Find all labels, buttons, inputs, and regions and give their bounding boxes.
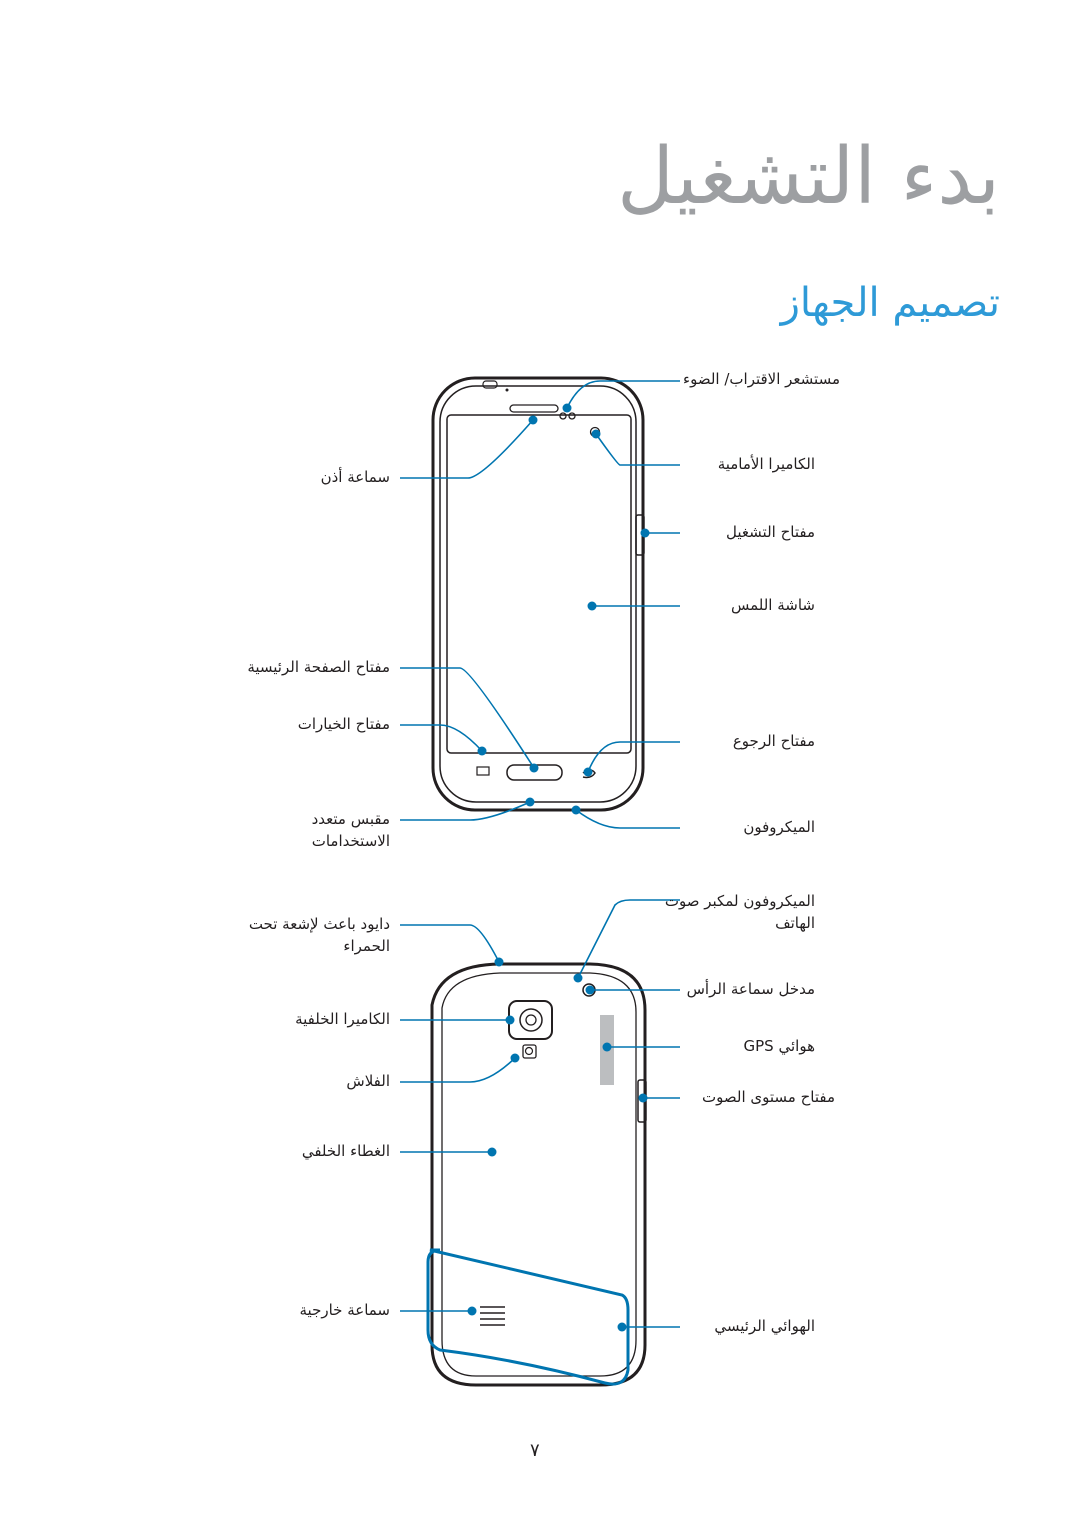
label-microphone: الميكروفون	[743, 818, 815, 836]
label-speaker: سماعة خارجية	[299, 1301, 391, 1319]
callout-dot	[573, 973, 583, 983]
label-front-camera: الكاميرا الأمامية	[717, 455, 815, 473]
label-rear-camera: الكاميرا الخلفية	[295, 1010, 390, 1028]
label-back-key: مفتاح الرجوع	[732, 732, 815, 750]
page-title: بدء التشغيل	[617, 132, 1000, 222]
label-power-key: مفتاح التشغيل	[726, 523, 815, 541]
callout-dot	[585, 985, 595, 995]
label-mhl-jack: مقبس متعدد الاستخدامات	[311, 810, 390, 850]
callout-dot	[638, 1093, 648, 1103]
page-number: ٧	[530, 1440, 540, 1461]
callout-dot	[528, 415, 538, 425]
callout-dot	[494, 957, 504, 967]
callout-dot	[487, 1147, 497, 1157]
callout-dot	[583, 767, 593, 777]
label-speakerphone-mic: الميكروفون لمكبر صوت الهاتف	[664, 892, 815, 932]
main-antenna-outline	[426, 1248, 630, 1386]
label-home-key: مفتاح الصفحة الرئيسية	[247, 658, 390, 676]
callout-dot	[602, 1042, 612, 1052]
callout-dot	[562, 403, 572, 413]
label-touch-screen: شاشة اللمس	[730, 596, 815, 614]
callout-dot	[591, 429, 601, 439]
section-title: تصميم الجهاز	[780, 280, 1000, 326]
label-ir-led: دايود باعث لإشعة تحت الحمراء	[248, 915, 390, 955]
callout-dot	[525, 797, 535, 807]
callout-dot	[617, 1322, 627, 1332]
callout-dot	[467, 1306, 477, 1316]
label-earpiece: سماعة أذن	[320, 468, 390, 486]
label-back-cover: الغطاء الخلفي	[301, 1142, 390, 1160]
callout-dot	[477, 746, 487, 756]
back-phone-illustration	[430, 962, 647, 1387]
callout-dot	[587, 601, 597, 611]
label-proximity-sensor: مستشعر الاقتراب/ الضوء	[683, 370, 840, 388]
label-gps-antenna: هوائي GPS	[743, 1037, 815, 1055]
front-phone-illustration	[431, 376, 645, 812]
callout-dot	[510, 1053, 520, 1063]
label-flash: الفلاش	[346, 1072, 390, 1090]
label-menu-key: مفتاح الخيارات	[297, 715, 390, 733]
callout-dot	[571, 805, 581, 815]
callout-dot	[529, 763, 539, 773]
label-main-antenna: الهوائي الرئيسي	[714, 1317, 815, 1335]
callout-dot	[640, 528, 650, 538]
callout-dot	[505, 1015, 515, 1025]
label-headset-jack: مدخل سماعة الرأس	[686, 980, 815, 998]
label-volume-key: مفتاح مستوى الصوت	[702, 1088, 835, 1106]
